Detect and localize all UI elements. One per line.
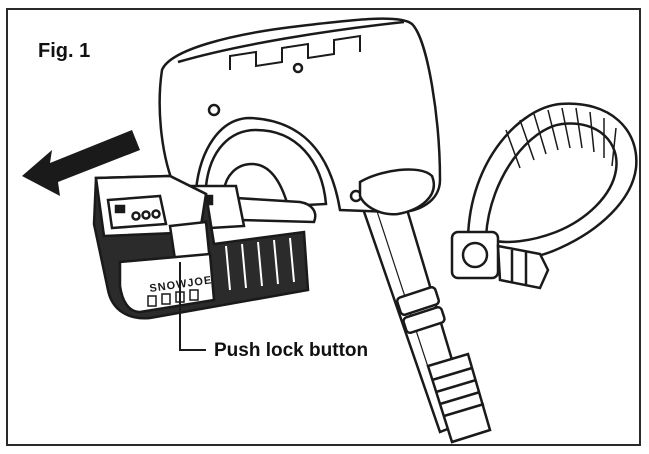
battery-pack — [92, 174, 310, 320]
callout-leader-line — [179, 262, 206, 351]
callout-push-lock-button: Push lock button — [214, 340, 369, 361]
tool-shaft — [358, 184, 492, 444]
d-handle — [450, 102, 638, 290]
removal-arrow-icon — [22, 130, 140, 196]
figure-label: Fig. 1 — [38, 40, 91, 62]
